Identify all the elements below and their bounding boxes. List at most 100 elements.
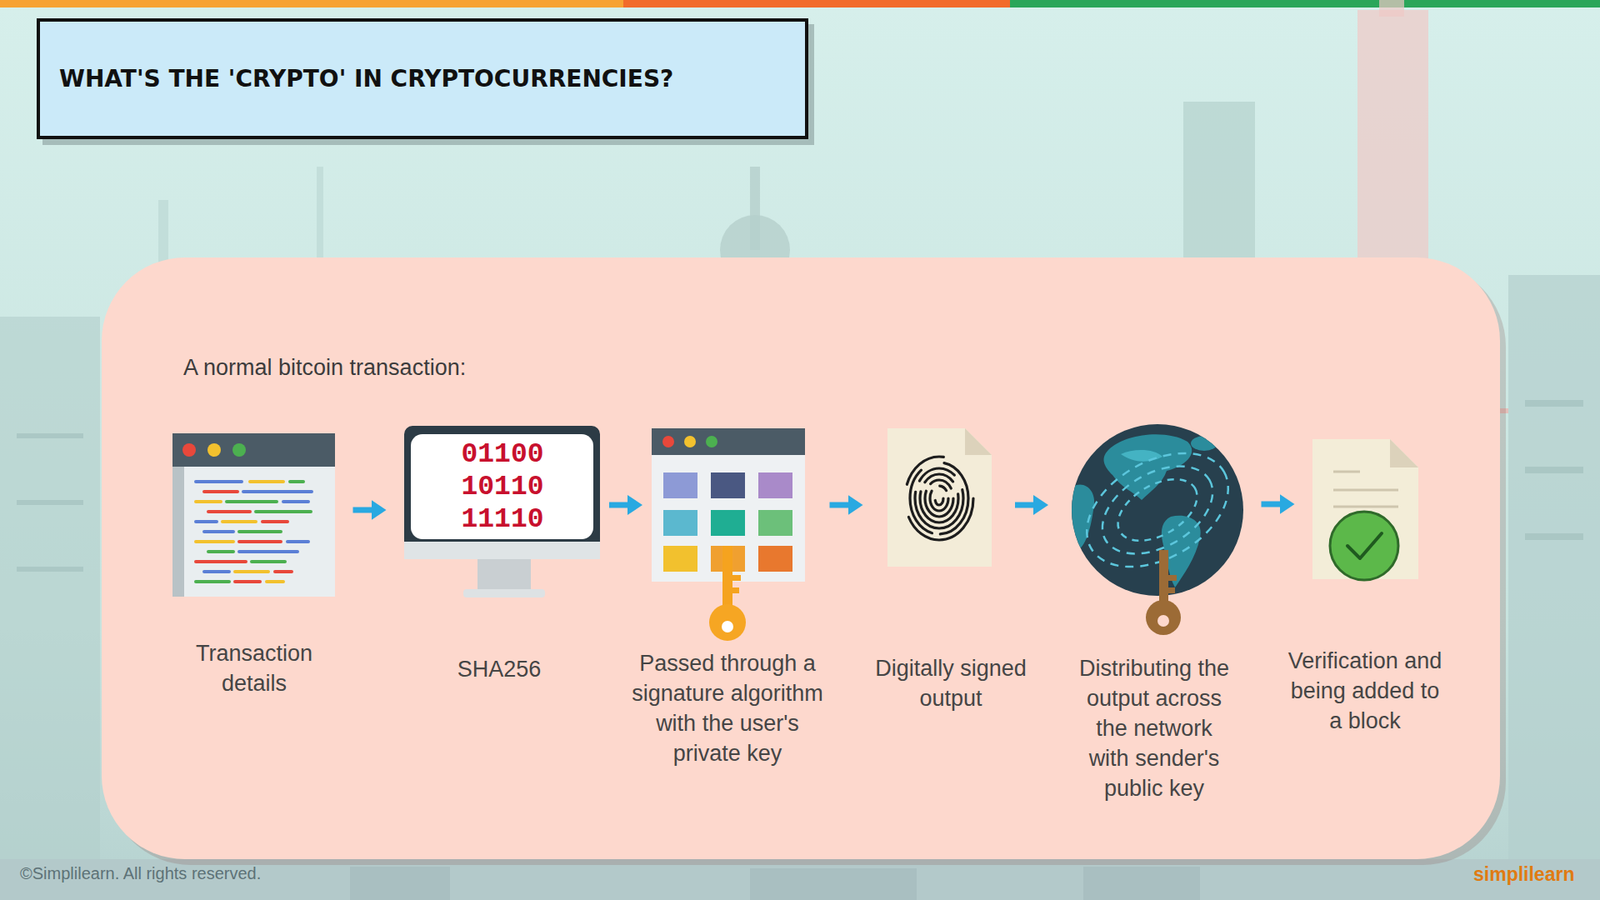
code-lines bbox=[239, 540, 281, 544]
background bbox=[750, 868, 917, 900]
code-lines bbox=[204, 490, 238, 494]
public-key bbox=[1157, 615, 1170, 627]
code-lines bbox=[243, 490, 312, 494]
background bbox=[0, 0, 624, 8]
background bbox=[1083, 866, 1200, 900]
step-icon: Passed through a signature algorithm wit… bbox=[651, 428, 805, 638]
verified-document bbox=[1333, 470, 1360, 474]
code-lines bbox=[239, 550, 298, 554]
code-lines bbox=[275, 570, 292, 574]
public-key bbox=[1168, 575, 1177, 581]
private-key bbox=[721, 620, 734, 633]
background bbox=[1525, 533, 1584, 540]
step-caption: SHA256 bbox=[415, 654, 583, 685]
code-lines bbox=[195, 500, 221, 504]
step-caption: Transaction details bbox=[175, 638, 334, 699]
step-icon: Transaction details bbox=[172, 433, 335, 597]
background bbox=[1525, 400, 1584, 407]
verified-document bbox=[1390, 439, 1419, 468]
code-lines bbox=[208, 510, 250, 514]
step-icon: Digitally signed output bbox=[887, 428, 992, 567]
public-key bbox=[1145, 550, 1181, 635]
signature-window-icon bbox=[758, 472, 793, 499]
globe-land bbox=[1190, 435, 1218, 451]
private-key bbox=[709, 604, 746, 641]
background bbox=[350, 866, 450, 900]
signature-window-icon bbox=[758, 545, 793, 572]
monitor-icon bbox=[404, 541, 600, 560]
window-icon bbox=[232, 443, 246, 457]
code-lines bbox=[251, 560, 285, 564]
logo-text: simplilearn bbox=[1473, 863, 1575, 886]
monitor-icon bbox=[404, 425, 600, 598]
code-lines bbox=[287, 540, 309, 544]
signature-window-icon bbox=[663, 510, 698, 536]
private-key bbox=[722, 545, 733, 609]
globe-icon bbox=[1066, 424, 1248, 635]
globe-land bbox=[1087, 448, 1229, 572]
verified-document bbox=[1347, 533, 1382, 559]
signature-window-icon bbox=[710, 472, 745, 499]
fingerprint bbox=[905, 456, 974, 540]
background bbox=[1525, 466, 1584, 474]
window-icon bbox=[172, 433, 335, 467]
globe-icon bbox=[1071, 424, 1244, 596]
signature-window-icon bbox=[758, 510, 793, 536]
step-icon: Verification and being added to a block bbox=[1312, 439, 1419, 580]
fingerprint bbox=[930, 485, 949, 511]
step-caption: Passed through a signature algorithm wit… bbox=[625, 648, 830, 769]
globe-land bbox=[1107, 466, 1208, 554]
verified-document bbox=[1312, 439, 1419, 580]
public-key bbox=[1159, 550, 1169, 609]
step-icon: Distributing the output across the netwo… bbox=[1071, 424, 1244, 635]
fingerprint bbox=[915, 468, 964, 529]
window-icon bbox=[207, 443, 221, 457]
signature-window-icon bbox=[663, 472, 698, 499]
code-lines bbox=[222, 520, 256, 524]
private-key bbox=[709, 545, 746, 641]
window-icon bbox=[182, 443, 196, 457]
private-key bbox=[732, 575, 741, 581]
panel-shape bbox=[101, 257, 1506, 865]
background bbox=[1010, 0, 1600, 8]
fingerprint-document bbox=[887, 428, 992, 567]
code-lines bbox=[235, 570, 269, 574]
signature-window-icon bbox=[684, 435, 696, 448]
watermark: ©Simplilearn. All rights reserved. bbox=[20, 864, 261, 884]
panel-heading: A normal bitcoin transaction: bbox=[183, 352, 650, 383]
binary-digits: 01100 10110 11110 bbox=[458, 438, 547, 536]
title-box: WHAT'S THE 'CRYPTO' IN CRYPTOCURRENCIES? bbox=[36, 18, 809, 140]
code-lines bbox=[250, 480, 284, 484]
code-lines bbox=[195, 580, 230, 584]
globe-land bbox=[1120, 450, 1163, 462]
signature-window-icon bbox=[705, 435, 718, 448]
label-holder: ©Simplilearn. All rights reserved. bbox=[20, 864, 261, 884]
globe-land bbox=[1066, 430, 1248, 590]
fingerprint bbox=[935, 491, 944, 505]
flow-arrow bbox=[1261, 501, 1285, 508]
code-lines bbox=[226, 500, 277, 504]
signature-window-icon bbox=[663, 545, 698, 572]
signature-window-icon bbox=[710, 510, 745, 536]
panel: Transaction details 01100 10110 11110SHA2… bbox=[101, 257, 1500, 860]
code-lines bbox=[262, 520, 288, 524]
panel-shape bbox=[101, 257, 1500, 860]
step-caption: Distributing the output across the netwo… bbox=[1075, 653, 1233, 804]
flow-arrow bbox=[830, 502, 854, 509]
monitor-icon bbox=[463, 589, 545, 598]
background bbox=[1379, 0, 1405, 17]
signature-window-icon bbox=[651, 428, 805, 455]
signature-window-icon bbox=[651, 428, 805, 641]
background bbox=[0, 316, 100, 900]
background bbox=[1357, 10, 1429, 260]
background bbox=[623, 0, 1010, 8]
label-holder: simplilearn bbox=[1473, 863, 1575, 886]
background bbox=[16, 500, 84, 505]
code-lines bbox=[283, 500, 309, 504]
code-lines bbox=[239, 530, 281, 534]
fingerprint-document bbox=[887, 428, 992, 567]
background bbox=[16, 566, 84, 572]
code-lines bbox=[204, 570, 230, 574]
